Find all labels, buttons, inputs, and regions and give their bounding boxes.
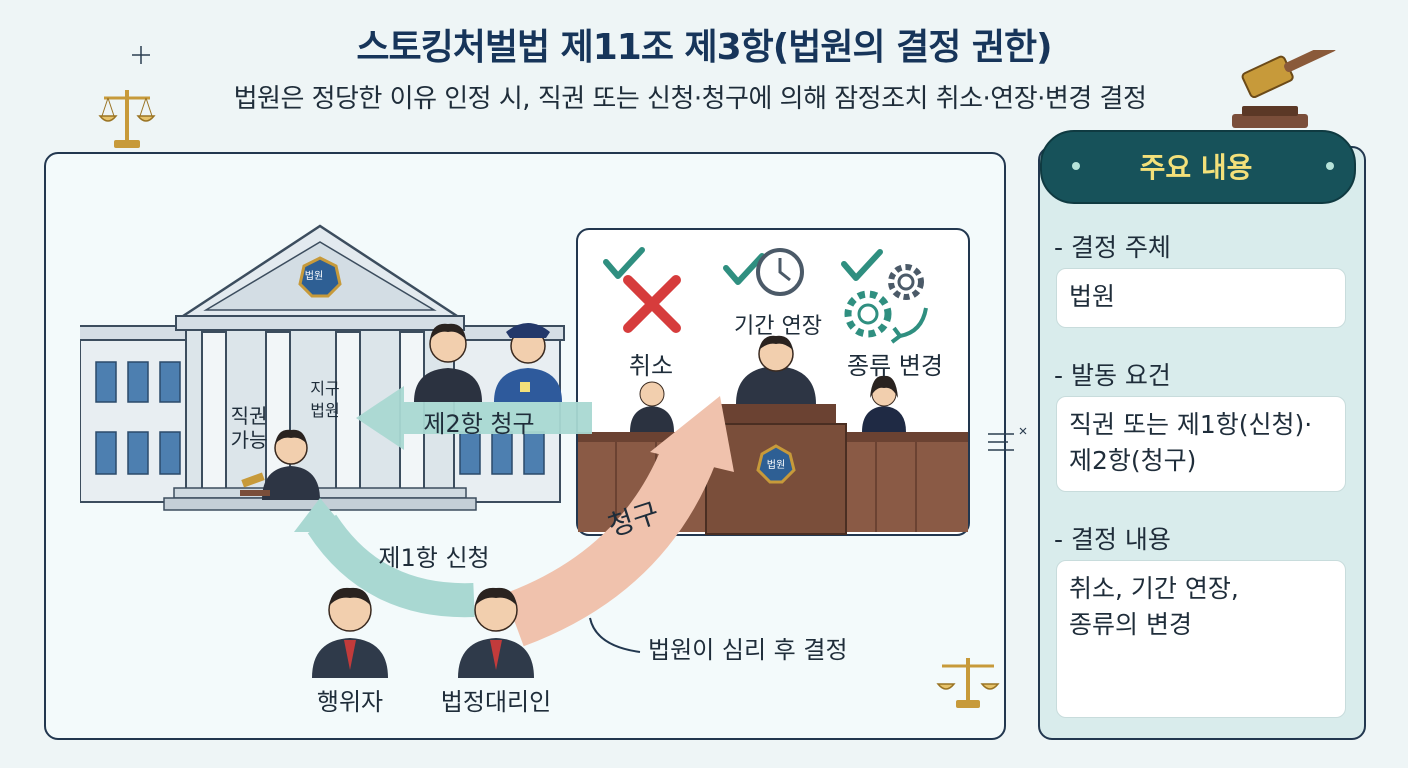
outcome-cancel-label: 취소 bbox=[628, 352, 674, 380]
page-title: 스토킹처벌법 제11조 제3항(법원의 결정 권한) bbox=[356, 27, 1052, 68]
arrow-application-1-label: 제1항 신청 bbox=[378, 544, 490, 572]
scale-icon bbox=[98, 90, 156, 148]
ex-officio-label: 직권 가능 bbox=[230, 404, 268, 452]
section-box-subject: 법원 bbox=[1056, 268, 1346, 328]
section-box-content: 취소, 기간 연장, 종류의 변경 bbox=[1056, 560, 1346, 718]
courtroom-emblem-text: 법원 bbox=[766, 460, 786, 471]
header-dot-right bbox=[1326, 162, 1334, 170]
scale-icon-small bbox=[936, 658, 1000, 708]
arrow-claim-2-label: 제2항 청구 bbox=[423, 410, 535, 438]
court-sign: 지구 법원 bbox=[310, 379, 340, 420]
officers-figures bbox=[414, 323, 562, 402]
gavel-icon bbox=[1232, 50, 1337, 128]
people-figures bbox=[312, 587, 534, 678]
connector-icon bbox=[988, 427, 1027, 451]
header-dot-left bbox=[1072, 162, 1080, 170]
person-actor-label: 행위자 bbox=[316, 688, 384, 716]
hearing-note: 법원이 심리 후 결정 bbox=[648, 636, 848, 664]
outcome-extend-label: 기간 연장 bbox=[734, 314, 822, 339]
summary-header bbox=[1040, 130, 1356, 204]
court-emblem-text: 법원 bbox=[304, 271, 324, 282]
section-label-subject: - 결정 주체 bbox=[1054, 233, 1171, 262]
outcome-change-label: 종류 변경 bbox=[847, 352, 943, 380]
summary-header-title: 주요 내용 bbox=[1139, 151, 1253, 184]
section-label-requirement: - 발동 요건 bbox=[1054, 361, 1171, 390]
person-representative-label: 법정대리인 bbox=[440, 688, 552, 716]
judge-figure-building bbox=[240, 429, 320, 500]
page-subtitle: 법원은 정당한 이유 인정 시, 직권 또는 신청·청구에 의해 잠정조치 취소… bbox=[233, 84, 1147, 114]
section-label-content: - 결정 내용 bbox=[1054, 525, 1171, 554]
arrows-layer bbox=[294, 386, 734, 653]
sparkle-icon bbox=[132, 46, 150, 64]
section-box-requirement: 직권 또는 제1항(신청)· 제2항(청구) bbox=[1056, 396, 1346, 492]
